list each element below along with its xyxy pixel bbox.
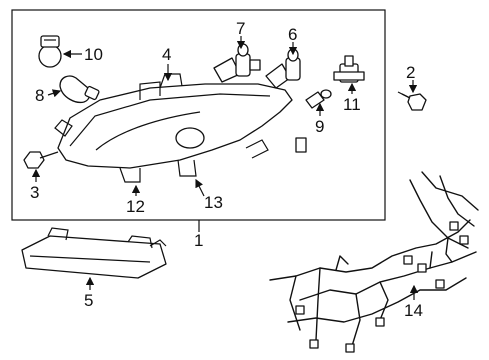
callout-4: 4 — [162, 45, 171, 64]
leader-8 — [47, 89, 62, 98]
callout-1: 1 — [194, 231, 203, 250]
callout-7: 7 — [236, 19, 245, 38]
headlamp-housing[interactable] — [54, 73, 293, 183]
leader-13 — [195, 178, 205, 197]
callout-3: 3 — [30, 183, 39, 202]
bulb-9[interactable] — [305, 89, 332, 109]
callout-10: 10 — [84, 45, 103, 64]
callout-14: 14 — [404, 301, 423, 320]
bulb-7[interactable] — [213, 43, 261, 83]
bolt-2[interactable] — [397, 91, 427, 111]
clip — [295, 137, 307, 153]
callout-2: 2 — [406, 63, 415, 82]
bolt-3[interactable] — [23, 151, 59, 169]
callout-9: 9 — [315, 117, 324, 136]
callout-11: 11 — [343, 95, 361, 114]
socket-11[interactable] — [333, 55, 365, 83]
callout-12: 12 — [126, 197, 145, 216]
callout-13: 13 — [204, 193, 223, 212]
bulb-10[interactable] — [38, 35, 62, 68]
bulb-6[interactable] — [265, 48, 301, 89]
bulb-8[interactable] — [59, 75, 100, 104]
callout-8: 8 — [35, 86, 44, 105]
lamp-5[interactable] — [21, 227, 167, 279]
callout-5: 5 — [84, 291, 93, 310]
callout-6: 6 — [288, 25, 297, 44]
wire-harness-14[interactable] — [269, 171, 479, 353]
